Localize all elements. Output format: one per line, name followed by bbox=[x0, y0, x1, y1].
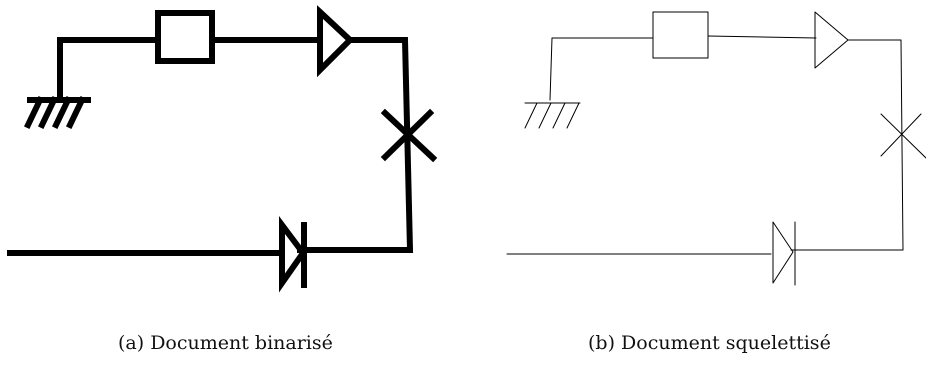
ground-icon bbox=[524, 102, 581, 129]
diode-icon bbox=[772, 221, 796, 286]
skeletonized-circuit-drawing bbox=[506, 11, 926, 286]
resistor-icon bbox=[155, 10, 215, 64]
amplifier-icon bbox=[317, 5, 355, 78]
amplifier-icon bbox=[814, 11, 849, 69]
wire-left-vertical bbox=[57, 37, 161, 103]
wire-right bbox=[297, 37, 414, 253]
wire-right bbox=[790, 39, 904, 251]
wire-mid bbox=[707, 35, 817, 39]
diode-icon bbox=[279, 216, 307, 293]
caption-binarized: (a) Document binarisé bbox=[118, 332, 333, 354]
cross-icon bbox=[880, 113, 926, 159]
cross-icon bbox=[380, 108, 438, 163]
wire-left-vertical bbox=[549, 37, 654, 101]
panel-skeletonized: (b) Document squelettisé bbox=[463, 0, 926, 367]
binarized-circuit-drawing bbox=[7, 5, 438, 293]
resistor-icon bbox=[652, 11, 709, 59]
ground-icon bbox=[23, 95, 91, 130]
panel-binarized: (a) Document binarisé bbox=[7, 5, 438, 354]
caption-skeletonized: (b) Document squelettisé bbox=[588, 332, 831, 354]
